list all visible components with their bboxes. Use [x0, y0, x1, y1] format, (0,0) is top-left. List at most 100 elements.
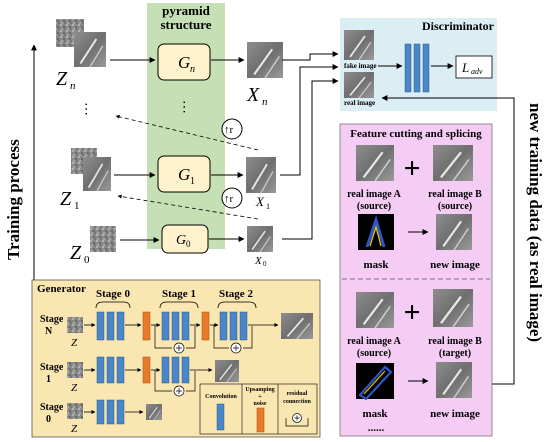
- pyramid-title-line1: pyramid: [162, 3, 210, 18]
- disc-fake-image: [343, 29, 375, 61]
- output-x1-image: [244, 155, 278, 195]
- row-1-z: Z: [71, 382, 78, 394]
- block1-a-line1: real image A: [347, 189, 401, 200]
- row-0-line2: 0: [46, 414, 51, 425]
- stage1-brace: [159, 301, 199, 309]
- row-0-z: Z: [71, 423, 78, 435]
- legend-res-line1: residual: [287, 391, 308, 397]
- legend-up-line1: Upsamping: [245, 387, 274, 393]
- block2-mask: [356, 363, 394, 401]
- legend-up-line3: noise: [253, 401, 266, 407]
- noise-z0-label: Z: [70, 242, 82, 264]
- block1-image-a: [354, 143, 396, 183]
- output-x0-image: [246, 225, 274, 253]
- generator-g1: G 1: [157, 155, 211, 193]
- block1-mask-label: mask: [363, 259, 389, 271]
- legend-conv-label: Convolution: [205, 394, 237, 400]
- disc-layer-3: [422, 43, 430, 93]
- row-n-line1: Stage: [40, 314, 64, 325]
- pyramid-title-line2: structure: [160, 17, 211, 32]
- noise-zn-images: [56, 19, 108, 69]
- row-1-output: [214, 359, 240, 383]
- output-x1-label: X: [255, 194, 265, 209]
- new-training-data-title: new training data (as real image): [526, 103, 545, 342]
- row-1-line1: Stage: [40, 362, 64, 373]
- generator-gn: G n: [157, 43, 211, 81]
- upsample-node-lower: ↑r: [221, 187, 243, 209]
- legend-res-line2: connection: [283, 399, 311, 405]
- row-1-blocks: [84, 356, 213, 397]
- stage2-header: Stage 2: [219, 288, 253, 300]
- row-n-line2: N: [45, 326, 53, 337]
- block2-new-label: new image: [430, 408, 480, 420]
- row-n-noise: [67, 317, 83, 333]
- row-0-blocks: [84, 399, 144, 425]
- row-0-line1: Stage: [40, 402, 64, 413]
- generator-detail-title: Generator: [37, 283, 86, 295]
- row-0-output: [145, 403, 163, 421]
- disc-real-label: real image: [344, 99, 375, 107]
- svg-text:G: G: [178, 165, 190, 184]
- output-xn-image: [245, 40, 285, 80]
- output-xn-label: X: [246, 84, 260, 106]
- svg-text:↑r: ↑r: [224, 124, 234, 136]
- stage2-brace: [217, 301, 257, 309]
- connector-new-data-loop: [381, 95, 515, 385]
- discriminator-title: Discriminator: [422, 19, 495, 33]
- dashed-arrow-x1-up: [115, 114, 259, 151]
- svg-text:n: n: [190, 64, 195, 75]
- legend-up-swatch: [256, 407, 265, 433]
- output-x1-sub: 1: [266, 202, 270, 211]
- block1-new-image: [434, 212, 474, 252]
- svg-text:adv: adv: [471, 67, 483, 76]
- row-n-blocks: [84, 311, 279, 354]
- noise-dots: ⋯: [78, 102, 93, 116]
- legend-box: [199, 383, 318, 435]
- svg-text:1: 1: [190, 176, 195, 187]
- legend-up-line2: +: [258, 394, 262, 400]
- connector-x1-disc: [280, 64, 339, 176]
- block2-plus: +: [403, 296, 420, 329]
- block1-b-line2: (source): [438, 201, 472, 212]
- upsample-node-upper: ↑r: [221, 118, 243, 140]
- block1-image-b: [431, 143, 475, 183]
- svg-text:↑r: ↑r: [224, 193, 234, 205]
- noise-zn-sub: n: [70, 80, 76, 92]
- svg-text:L: L: [461, 60, 469, 75]
- block2-image-a: [354, 290, 396, 330]
- block2-mask-label: mask: [362, 408, 388, 420]
- connector-xn-disc: [282, 51, 339, 61]
- block1-a-line2: (source): [357, 201, 391, 212]
- noise-z1-images: [71, 148, 113, 193]
- output-x0-sub: 0: [263, 260, 267, 268]
- noise-z0-image: [90, 226, 116, 252]
- connector-x0-disc: [282, 78, 339, 240]
- block1-plus: +: [403, 152, 420, 185]
- pyramid-dots: ⋯: [176, 100, 191, 114]
- disc-layer-1: [404, 43, 412, 93]
- row-1-noise: [67, 362, 83, 378]
- stage1-header: Stage 1: [162, 288, 196, 300]
- noise-z1-label: Z: [60, 188, 72, 210]
- block1-new-label: new image: [430, 259, 480, 271]
- row-n-z: Z: [71, 337, 78, 349]
- block1-b-line1: real image B: [428, 189, 482, 200]
- block2-b-line2: (target): [439, 348, 471, 359]
- row-0-noise: [67, 403, 83, 419]
- disc-layer-2: [413, 43, 421, 93]
- pyramid-structure-background: [147, 3, 225, 249]
- legend-res-symbol: [285, 413, 309, 427]
- generator-g0: G 0: [161, 224, 209, 254]
- svg-text:0: 0: [186, 239, 191, 249]
- svg-text:G: G: [176, 233, 186, 248]
- disc-fake-label: fake image: [344, 62, 376, 70]
- output-x0-label: X: [254, 255, 263, 267]
- dashed-arrow-x0-up: [117, 194, 259, 220]
- row-1-line2: 1: [46, 374, 51, 385]
- block1-mask: [358, 214, 394, 250]
- stage0-brace: [95, 301, 131, 309]
- disc-real-image: [343, 71, 375, 99]
- noise-z1-sub: 1: [74, 200, 80, 212]
- feature-ellipsis: ......: [368, 422, 385, 434]
